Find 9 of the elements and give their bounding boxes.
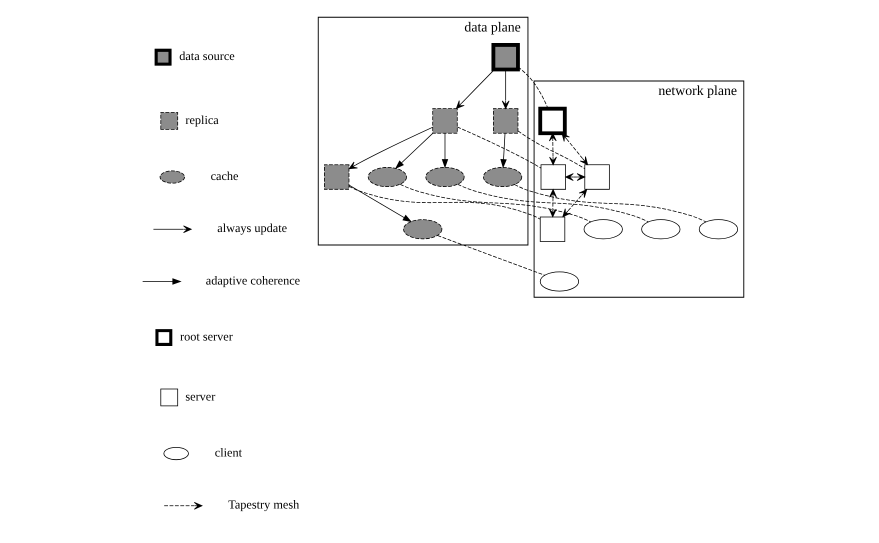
legend-label: replica <box>184 112 218 127</box>
legend-label: root server <box>180 329 232 344</box>
legend-label: Tapestry mesh <box>228 498 299 512</box>
legend-label: adaptive coherence <box>205 273 300 288</box>
legend-label: cache <box>210 168 238 183</box>
legend-label: always update <box>216 221 287 236</box>
legend-label: client <box>214 445 242 460</box>
legend-label: data source <box>178 49 234 64</box>
legend-label: server <box>184 389 215 404</box>
